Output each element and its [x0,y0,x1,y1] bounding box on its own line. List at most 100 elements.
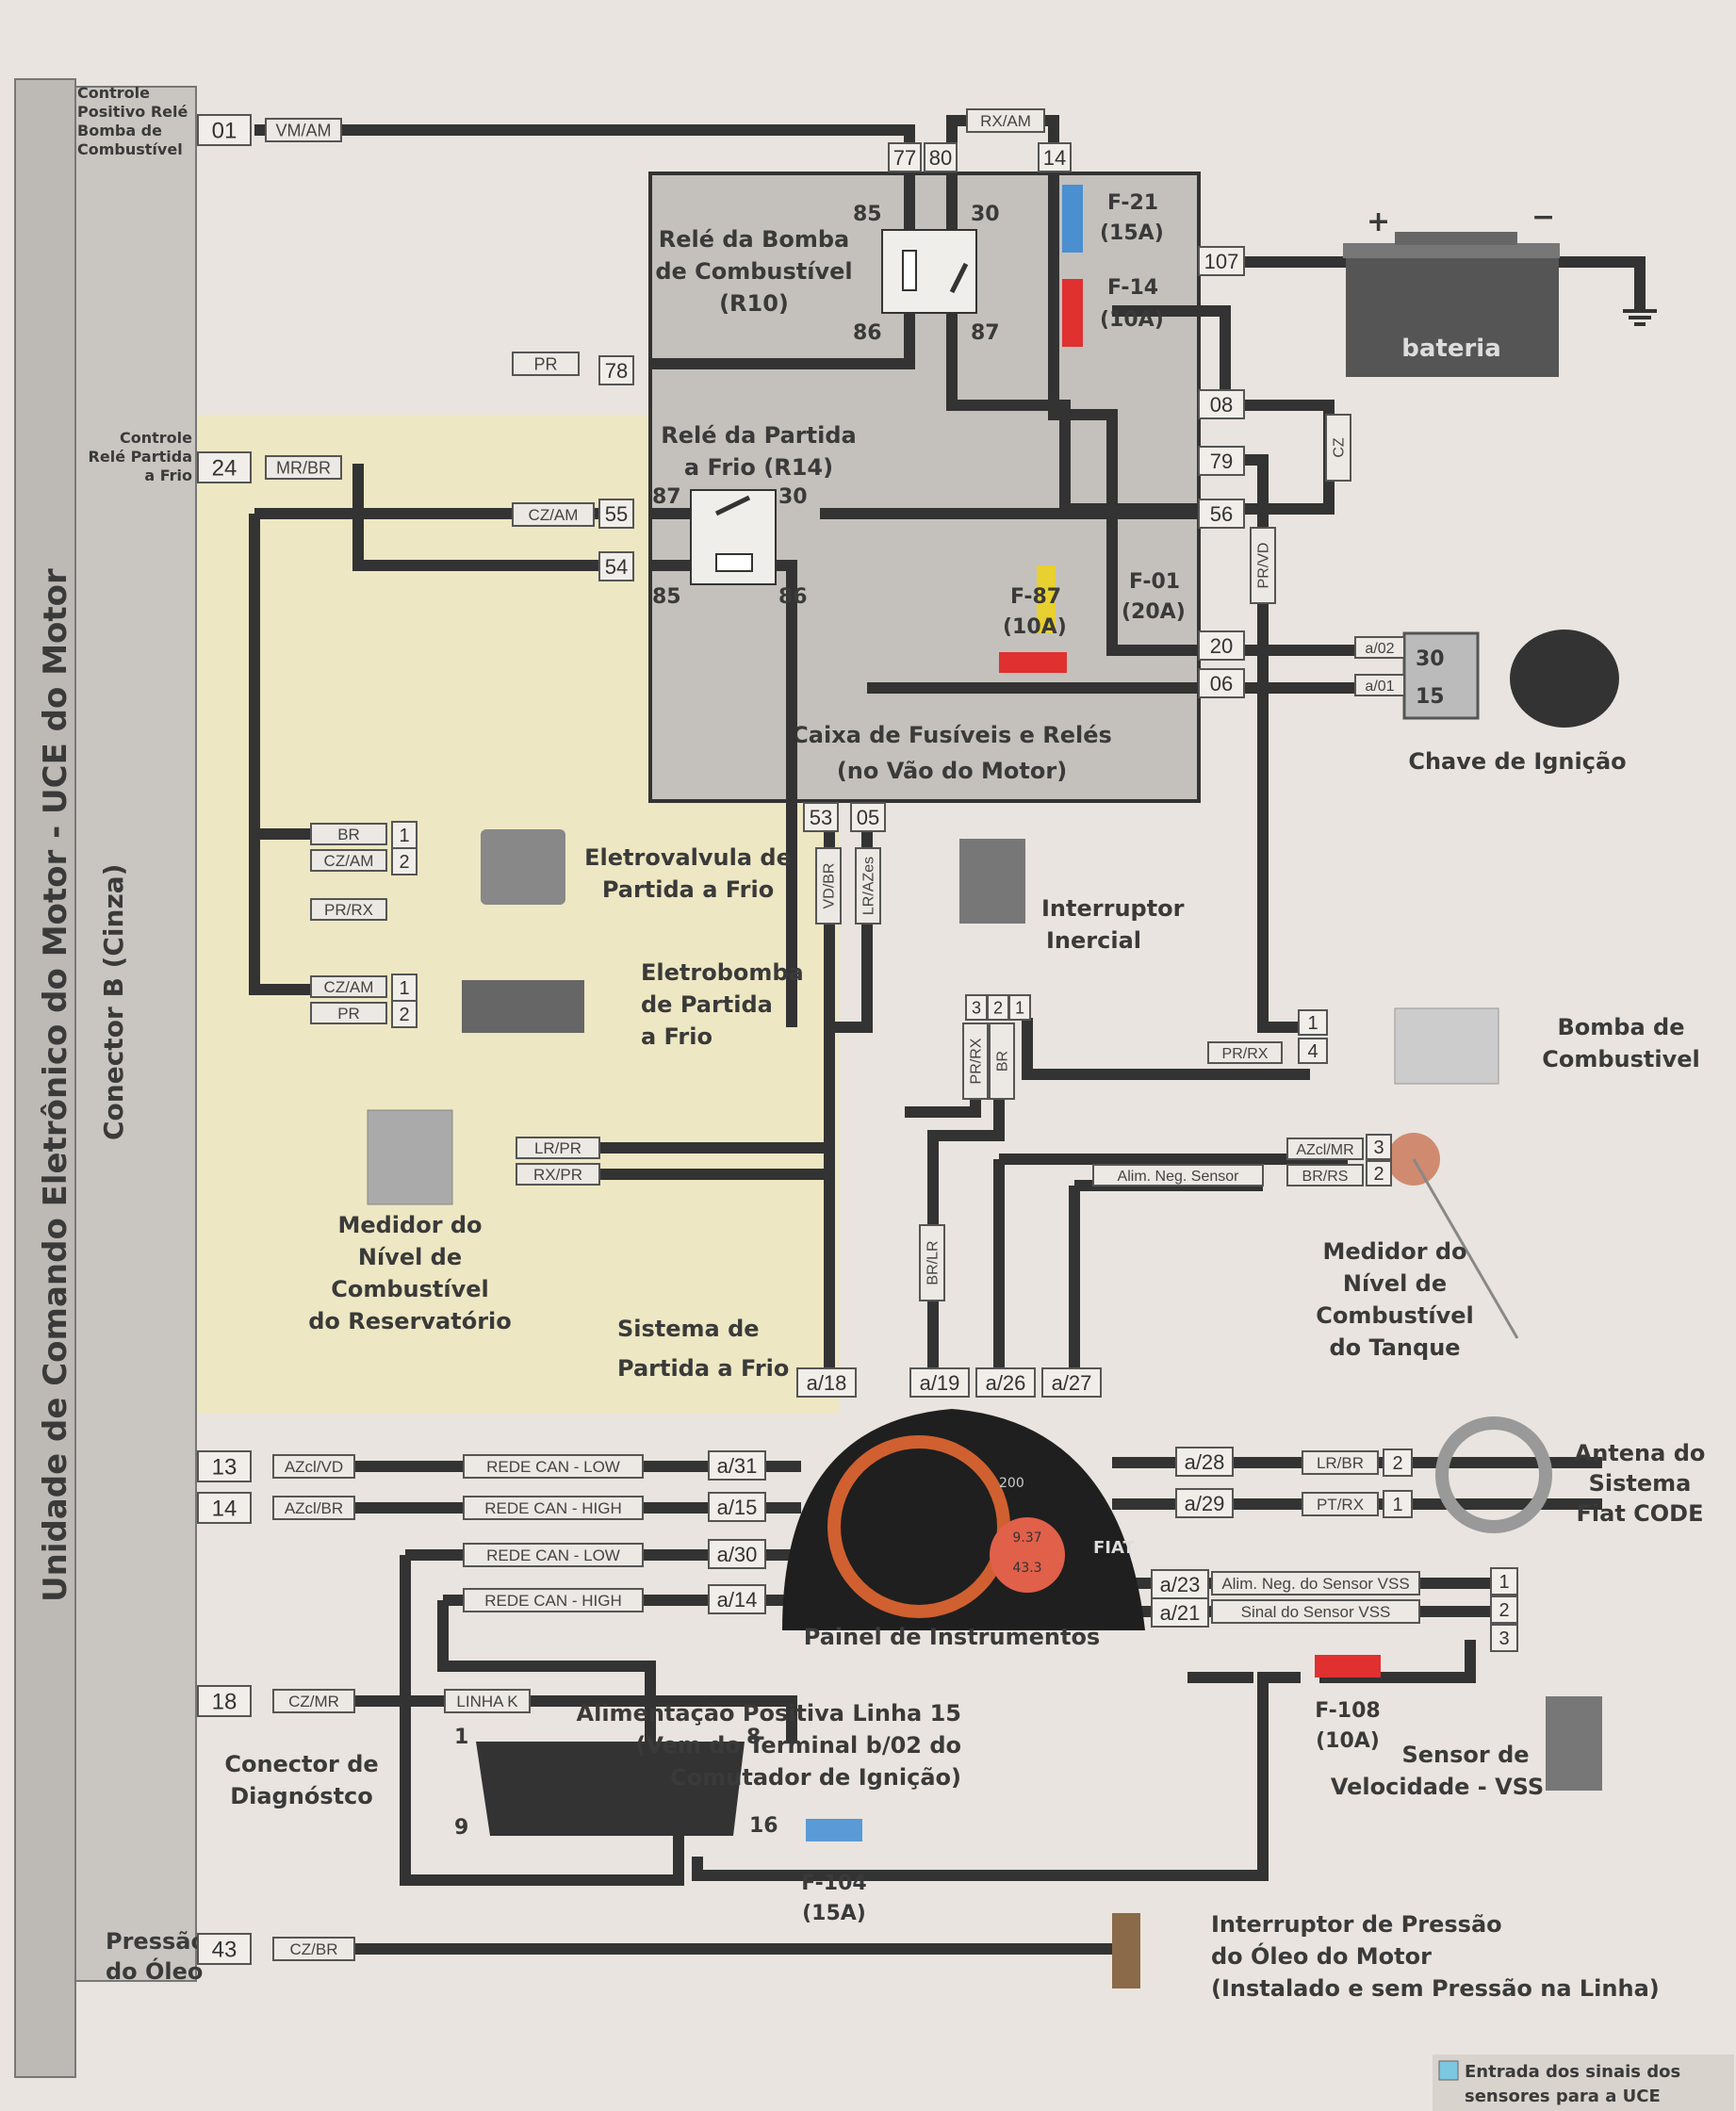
wire-tag-br-rs: BR/RS [1286,1164,1364,1186]
vss-pin-3: 3 [1490,1624,1518,1652]
svg-text:80: 80 [929,146,952,170]
vss-pin-1: 1 [1490,1567,1518,1596]
fb-pin-78: 78 [598,355,634,385]
svg-text:VM/AM: VM/AM [275,121,331,139]
fuse-box-title-2: (no Vão do Motor) [837,758,1067,784]
panel-pin-a-28: a/28 [1175,1447,1234,1477]
wire-tag-vm-am: VM/AM [265,118,342,142]
reservoir-label-1: Medidor do [337,1212,482,1238]
ign-terminal-15: 15 [1416,685,1445,709]
battery-minus: − [1531,201,1555,234]
wire-tag-pr-vd: PR/VD [1250,527,1276,604]
svg-text:05: 05 [857,806,879,829]
tank-pin-3: 3 [1366,1134,1392,1160]
oil-label-2: do Óleo do Motor [1211,1941,1432,1970]
sig43-label-1: Pressão [106,1928,206,1955]
fb-pin-20: 20 [1198,630,1245,661]
svg-text:AZcl/BR: AZcl/BR [285,1499,343,1517]
svg-text:08: 08 [1210,393,1233,417]
svg-text:LINHA K: LINHA K [456,1693,518,1710]
svg-text:MR/BR: MR/BR [276,458,331,477]
wire-tag-rx-am: RX/AM [966,108,1045,133]
svg-text:a/02: a/02 [1365,641,1394,657]
panel-pin-a-21: a/21 [1151,1597,1209,1628]
panel-speed-max: 200 [999,1476,1024,1491]
r10-terminal-30: 30 [971,203,1000,226]
svg-text:13: 13 [212,1455,237,1481]
svg-text:a/18: a/18 [807,1371,847,1395]
svg-text:F-87: F-87 [1010,585,1061,609]
svg-text:18: 18 [212,1690,237,1715]
r14-terminal-30: 30 [778,485,808,509]
fb-pin-05: 05 [850,802,886,832]
connector-title: Conector B (Cinza) [98,864,129,1140]
wire-tag-lr-br: LR/BR [1302,1450,1379,1475]
antenna-pin-2: 2 [1383,1448,1413,1477]
tank-label-2: Nível de [1343,1270,1447,1297]
fb-pin-08: 08 [1198,389,1245,419]
wire-tag-lr-azes: LR/AZes [855,847,881,925]
pump-label-3: a Frio [641,1023,712,1050]
fuel-pump [1394,1007,1499,1085]
panel-readout-1: 9.37 [1012,1530,1041,1546]
wire-tag-pump-cz-am: CZ/AM [310,975,387,998]
fb-pin-107: 107 [1198,246,1245,276]
svg-text:REDE CAN - HIGH: REDE CAN - HIGH [484,1592,621,1610]
svg-text:2: 2 [993,998,1003,1017]
reservoir-label-3: Combustível [331,1276,489,1302]
ecu-pin-18: 18 [197,1685,252,1717]
r10-terminal-86: 86 [853,321,882,345]
can-low-1: REDE CAN - LOW [463,1454,644,1479]
svg-text:PR/RX: PR/RX [969,1038,985,1084]
legend-swatch [1438,2060,1459,2081]
svg-text:43: 43 [212,1938,237,1963]
wire-tag-valve-pr-rx: PR/RX [310,898,387,921]
svg-text:a/26: a/26 [986,1371,1026,1395]
svg-text:REDE CAN - LOW: REDE CAN - LOW [486,1546,620,1564]
wire-tag-cz-am: CZ/AM [512,502,595,527]
wire-tag-br-lr: BR/LR [919,1224,945,1301]
cold-start-valve [481,829,565,905]
svg-text:79: 79 [1210,450,1233,473]
svg-text:CZ/AM: CZ/AM [529,506,579,524]
svg-text:LR/AZes: LR/AZes [861,857,877,915]
oil-label-1: Interruptor de Pressão [1211,1911,1502,1938]
ecu-pin-01: 01 [197,114,252,146]
svg-text:F-21: F-21 [1107,191,1158,215]
relay-r14-name-2: a Frio (R14) [684,454,833,481]
svg-text:a/28: a/28 [1185,1450,1225,1474]
fuel-pump-pin-4: 4 [1298,1038,1328,1064]
r10-terminal-85: 85 [853,203,882,226]
svg-text:BR: BR [995,1051,1011,1072]
svg-text:a/30: a/30 [717,1543,758,1566]
svg-text:CZ/BR: CZ/BR [290,1940,338,1958]
svg-text:53: 53 [810,806,832,829]
wire-tag-cz-mr: CZ/MR [272,1689,355,1713]
panel-pin-a-18: a/18 [796,1367,857,1398]
fuse-f104 [806,1819,862,1841]
svg-text:3: 3 [1499,1628,1509,1649]
battery: bateria + − [1343,201,1560,377]
f104-id: F-104 [801,1872,866,1895]
svg-text:BR: BR [337,826,360,843]
ignition-switch: 30 15 Chave de Ignição [1402,630,1627,775]
line15-label-1: Alimentação Positiva Linha 15 [577,1700,961,1726]
vss-label-1: Sensor de [1401,1742,1529,1768]
relay-r14-name-1: Relé da Partida [661,422,856,449]
svg-text:AZcl/MR: AZcl/MR [1296,1142,1353,1158]
svg-text:a/27: a/27 [1052,1371,1092,1395]
wire-tag-pt-rx: PT/RX [1302,1492,1379,1516]
wire-tag-lr-pr: LR/PR [516,1137,600,1159]
reservoir-label-2: Nível de [358,1244,462,1270]
legend-text-1: Entrada dos sinais dos [1465,2062,1680,2082]
svg-text:CZ: CZ [1332,437,1348,458]
tank-pin-2: 2 [1366,1160,1392,1186]
oil-pressure-switch [1112,1913,1140,1988]
svg-text:PT/RX: PT/RX [1317,1496,1364,1514]
fuse-f01: F-01 (20A) [1037,565,1186,633]
svg-text:55: 55 [605,502,628,526]
panel-pin-a-14: a/14 [708,1584,766,1614]
fuel-pump-pin-1: 1 [1298,1009,1328,1036]
svg-text:BR/RS: BR/RS [1302,1169,1349,1185]
sig24-label-1: Controle [120,429,192,447]
